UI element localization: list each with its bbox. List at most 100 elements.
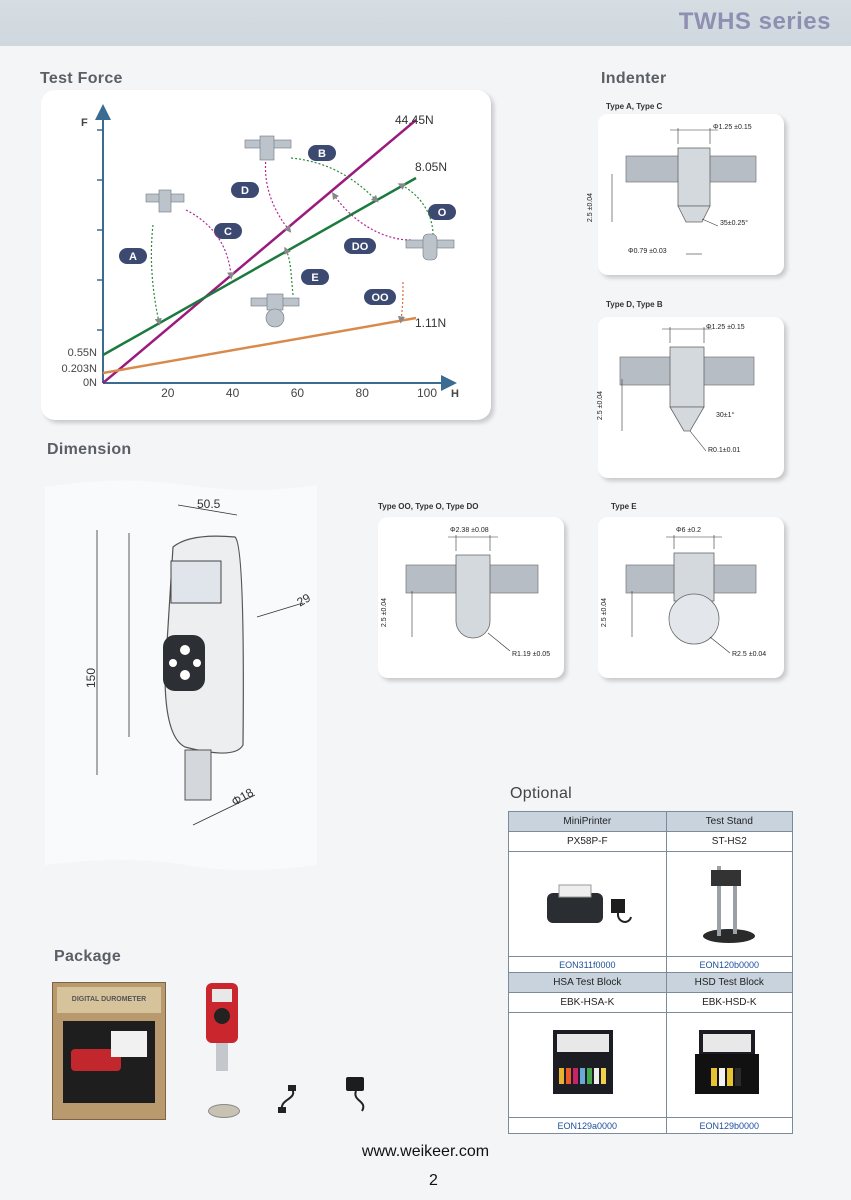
opt-model-stand: ST-HS2	[665, 831, 794, 852]
series-line	[102, 316, 417, 375]
page-number: 2	[429, 1172, 438, 1189]
dim-height-label: 150	[84, 667, 99, 689]
indenter-oo-diagram	[405, 535, 539, 652]
opt-header-miniprinter: MiniPrinter	[508, 811, 667, 832]
indenter-db-card: Φ1.25 ±0.15 2.5 ±0.04 30±1° R0.1±0.01	[597, 317, 784, 478]
opt-hsd-image	[665, 1012, 794, 1118]
indenter-db-title: Type D, Type B	[606, 300, 663, 309]
optional-table: MiniPrinter Test Stand PX58P-F ST-HS2 EO…	[508, 811, 794, 1134]
indenter-db-angle: 30±1°	[716, 412, 735, 419]
usb-cable-icon	[278, 1085, 302, 1113]
opt-header-test-stand: Test Stand	[665, 811, 794, 832]
series-end-label: 8.05N	[415, 160, 447, 174]
annotation-label: C	[224, 226, 232, 238]
y-tick-label: 0N	[83, 377, 97, 389]
durometer-screen	[170, 560, 222, 604]
footer-url[interactable]: www.weikeer.com	[361, 1143, 490, 1160]
indenter-db-dia: Φ1.25 ±0.15	[706, 324, 745, 331]
series-end-label: 1.11N	[415, 316, 446, 330]
arrow-a	[150, 224, 162, 326]
annotation-pill	[428, 204, 456, 220]
opt-header-hsa: HSA Test Block	[508, 972, 667, 993]
arrow-b	[290, 157, 379, 203]
annotation-label: O	[438, 207, 447, 219]
opt-code-printer: EON311f0000	[508, 956, 667, 973]
annotation-pill	[301, 269, 329, 285]
indenter-ac-height: 2.5 ±0.04	[587, 192, 595, 223]
opt-hsa-image	[508, 1012, 667, 1118]
annotation-pill	[231, 182, 259, 198]
durometer-probe	[184, 749, 212, 801]
dimension-title: Dimension	[47, 441, 132, 458]
series-line	[102, 119, 417, 384]
opt-model-hsa: EBK-HSA-K	[508, 992, 667, 1013]
dim-width-label: 50.5	[197, 497, 221, 511]
indenter-oo-radius: R1.19 ±0.05	[512, 651, 551, 658]
x-axis-label: H	[451, 388, 459, 400]
annotation-pill	[344, 238, 376, 254]
arrow-do	[331, 192, 412, 241]
indenter-db-height: 2.5 ±0.04	[597, 390, 605, 421]
package-box-image: DIGITAL DUROMETER	[52, 982, 166, 1120]
opt-code-hsd: EON129b0000	[665, 1117, 794, 1134]
annotation-pill	[364, 289, 396, 305]
annotation-pill	[119, 248, 147, 264]
x-tick-label: 40	[226, 386, 240, 400]
indenter-sketch-icon	[145, 135, 455, 328]
opt-model-hsd: EBK-HSD-K	[665, 992, 794, 1013]
power-adapter-icon	[342, 1075, 372, 1115]
indenter-e-diagram	[625, 535, 757, 654]
y-tick-label: 0.55N	[68, 347, 97, 359]
indenter-oo-dia: Φ2.38 ±0.08	[450, 527, 489, 534]
indenter-oo-title: Type OO, Type O, Type DO	[378, 502, 479, 511]
dimension-drawing	[45, 480, 317, 870]
series-title: TWHS series	[678, 8, 831, 35]
annotation-pill	[308, 145, 336, 161]
arrow-oo	[397, 281, 406, 324]
indenter-db-radius: R0.1±0.01	[708, 447, 741, 454]
arrow-c	[185, 209, 235, 280]
test-stand-icon	[703, 865, 756, 943]
annotation-label: OO	[371, 292, 389, 304]
indenter-ac-title: Type A, Type C	[606, 102, 663, 111]
x-tick-label: 80	[356, 386, 370, 400]
annotation-label: D	[241, 185, 249, 197]
annotation-pill	[214, 223, 242, 239]
header-band	[0, 0, 851, 46]
indenter-oo-card: Φ2.38 ±0.08 2.5 ±0.04 R1.19 ±0.05	[378, 517, 564, 678]
annotation-label: A	[129, 251, 137, 263]
opt-stand-image	[665, 851, 794, 957]
indenter-ac-dia: Φ1.25 ±0.15	[713, 124, 752, 131]
series-line	[102, 176, 417, 357]
optional-title: Optional	[510, 785, 572, 802]
opt-printer-image	[508, 851, 667, 957]
package-title: Package	[54, 948, 122, 965]
dimension-panel: 50.5 29 150 Φ18	[45, 475, 317, 875]
test-block-disc-image	[208, 1104, 240, 1118]
opt-code-stand: EON120b0000	[665, 956, 794, 973]
indenter-ac-angle: 35±0.25°	[720, 220, 749, 227]
durometer-keypad	[163, 635, 205, 691]
arrow-d	[264, 157, 292, 233]
package-box-interior	[63, 1021, 155, 1103]
y-tick-label: 0.203N	[62, 363, 98, 375]
opt-model-printer: PX58P-F	[508, 831, 667, 852]
indenter-oo-height: 2.5 ±0.04	[381, 597, 389, 628]
indenter-e-card: Φ6 ±0.2 2.5 ±0.04 R2.5 ±0.04	[598, 517, 784, 678]
indenter-db-diagram	[619, 327, 755, 452]
annotation-label: B	[318, 148, 326, 160]
arrow-e	[284, 246, 294, 296]
durometer-probe-photo	[216, 1043, 228, 1071]
x-tick-label: 60	[291, 386, 305, 400]
series-end-label: 44.45N	[395, 113, 434, 127]
hsd-test-block-icon	[695, 1029, 760, 1094]
indenter-e-title: Type E	[611, 502, 637, 511]
package-box-lid-label: DIGITAL DUROMETER	[57, 987, 161, 1013]
x-tick-label: 20	[161, 386, 175, 400]
indenter-e-radius: R2.5 ±0.04	[732, 651, 767, 658]
indenter-ac-tip: Φ0.79 ±0.03	[628, 248, 667, 255]
indenter-ac-card: Φ1.25 ±0.15 2.5 ±0.04 35±0.25° Φ0.79 ±0.…	[587, 114, 784, 275]
